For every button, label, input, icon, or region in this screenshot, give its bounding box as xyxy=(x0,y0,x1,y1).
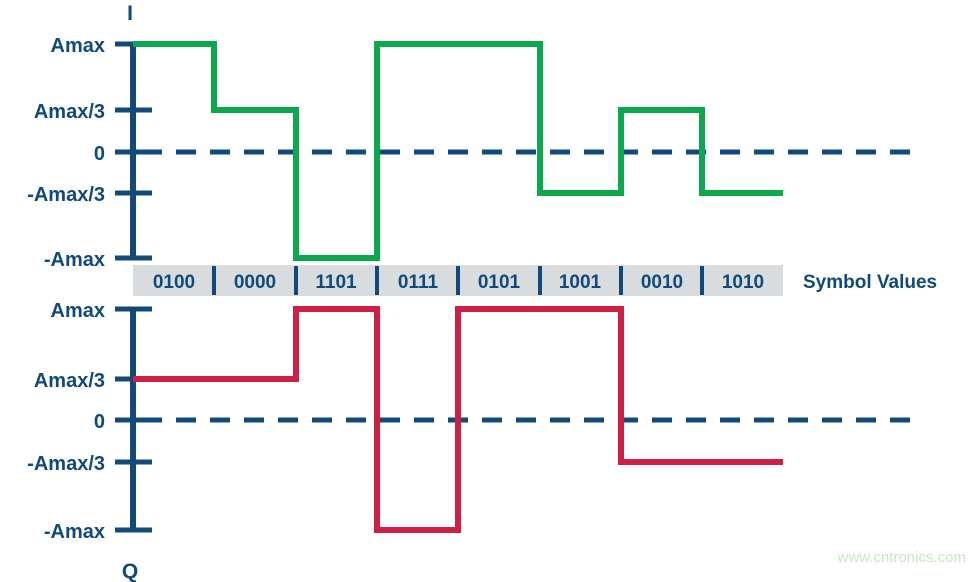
i-label-amax: Amax xyxy=(51,35,105,57)
q-label-amax-third: Amax/3 xyxy=(34,370,105,392)
q-label-neg-amax: -Amax xyxy=(44,521,105,543)
i-label-neg-amax: -Amax xyxy=(44,249,105,271)
symbol-value: 0010 xyxy=(641,272,683,293)
symbol-value: 0100 xyxy=(153,272,195,293)
i-waveform-trace xyxy=(133,41,783,261)
symbol-value: 1101 xyxy=(315,272,357,293)
q-plot-group: Amax Amax/3 0 -Amax/3 -Amax Q xyxy=(27,300,915,582)
i-plot-group: I Amax Amax/3 0 -Amax/3 -Amax xyxy=(27,2,915,271)
i-label-neg-amax-third: -Amax/3 xyxy=(27,184,105,206)
q-label-zero: 0 xyxy=(94,411,105,433)
symbol-value: 1010 xyxy=(722,272,764,293)
symbol-value: 1001 xyxy=(559,272,602,293)
q-label-amax: Amax xyxy=(51,300,105,322)
symbol-band-group: 0100 0000 1101 0111 0101 1001 0010 1010 … xyxy=(133,265,937,296)
symbol-value: 0111 xyxy=(398,272,439,293)
symbol-value: 0101 xyxy=(478,272,521,293)
symbol-value: 0000 xyxy=(234,272,276,293)
i-axis-title: I xyxy=(127,2,133,25)
i-label-amax-third: Amax/3 xyxy=(34,101,105,123)
watermark-label: www.cntronics.com xyxy=(837,549,966,566)
q-label-neg-amax-third: -Amax/3 xyxy=(27,453,105,475)
i-label-zero: 0 xyxy=(94,143,105,165)
q-axis-title: Q xyxy=(122,560,138,582)
q-waveform-trace xyxy=(133,306,783,533)
symbol-values-caption: Symbol Values xyxy=(803,272,937,293)
